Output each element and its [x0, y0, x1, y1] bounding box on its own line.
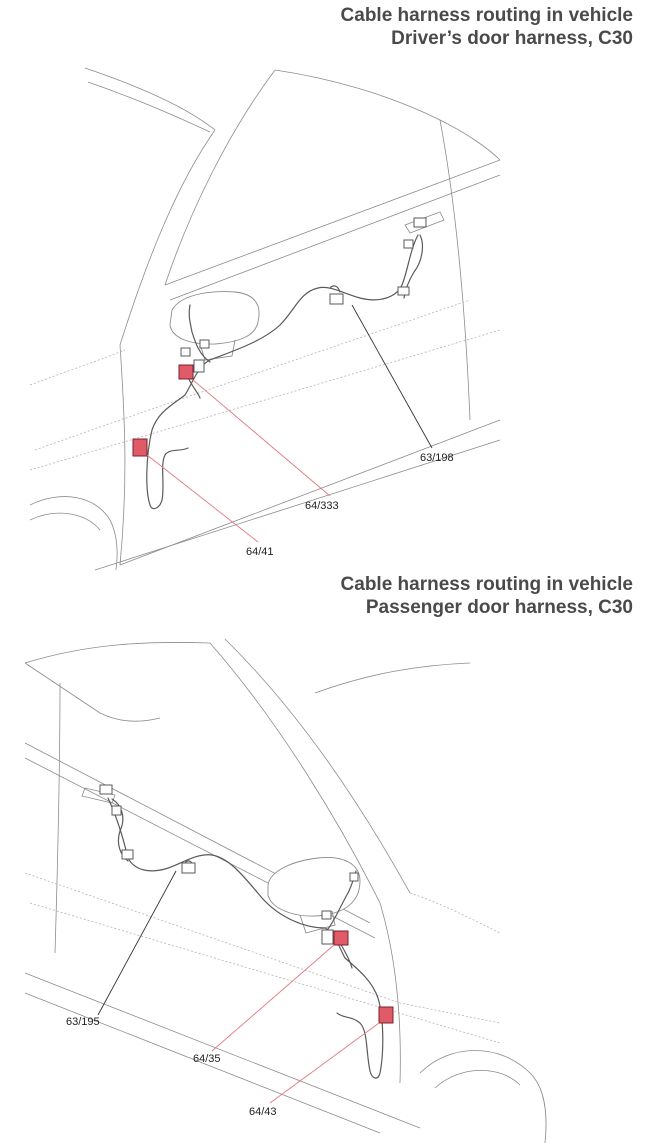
body-crease-dotted [34, 299, 471, 451]
door-front-edge [54, 682, 61, 954]
lower-dotted [29, 329, 501, 471]
connector-64-333 [178, 364, 194, 380]
callout-63-195: 63/195 [66, 1016, 100, 1028]
connector-door-3 [121, 849, 134, 860]
a-pillar-rear [164, 69, 276, 286]
side-mirror [169, 291, 260, 345]
connector-64-41 [132, 438, 148, 457]
fender-arch [29, 496, 118, 571]
door-rear-edge [379, 902, 401, 1084]
connector-mirror-3 [349, 872, 359, 882]
harness-branch-c [188, 304, 211, 363]
connector-63-198 [329, 293, 344, 305]
door-rear-edge [439, 119, 471, 421]
driver-title-block: Cable harness routing in vehicle Driver’… [341, 4, 633, 50]
side-mirror [267, 857, 361, 917]
door-window-frame [24, 662, 161, 722]
windshield-line [87, 81, 211, 133]
roof-line [84, 67, 216, 131]
connector-door-1 [413, 217, 427, 228]
a-pillar [209, 642, 381, 904]
a-pillar-front [119, 129, 216, 346]
driver-door-panel: Cable harness routing in vehicle Driver’… [29, 4, 633, 571]
driver-title-line2: Driver’s door harness, C30 [391, 28, 633, 49]
sill-line [24, 992, 381, 1134]
harness-branch-b [329, 285, 341, 293]
hood-line-dotted [409, 892, 501, 934]
harness-main [146, 234, 419, 510]
harness-branch-d [339, 942, 353, 969]
connector-64-43 [378, 1006, 394, 1024]
door-handle [404, 211, 445, 234]
passenger-door-drawing [24, 638, 547, 1144]
connector-63-195 [181, 862, 196, 874]
leader-64-333 [192, 379, 331, 497]
fender-arch [419, 1050, 547, 1144]
callout-64-43: 64/43 [249, 1106, 277, 1118]
connector-mirror-3 [180, 347, 191, 357]
callout-64-333: 64/333 [305, 500, 339, 512]
connector-door-1 [99, 784, 113, 795]
connector-mirror-2 [193, 359, 205, 373]
connector-door-2 [403, 239, 414, 249]
leader-63-195 [97, 870, 177, 1016]
fender-arch-inner [29, 512, 101, 531]
passenger-title-block: Cable harness routing in vehicle Passeng… [341, 573, 633, 619]
connector-door-3 [397, 286, 410, 296]
connector-mirror-1 [199, 339, 210, 349]
door-top-frame [274, 69, 501, 161]
fender-arch-inner [434, 1070, 521, 1089]
connector-mirror-2 [321, 929, 334, 945]
callout-64-41: 64/41 [246, 546, 274, 558]
door-bottom-edge [24, 972, 421, 1129]
callout-63-198: 63/198 [420, 452, 454, 464]
passenger-door-panel: Cable harness routing in vehicle Passeng… [0, 573, 659, 1146]
connector-mirror-1 [321, 910, 332, 920]
door-belt-line [169, 174, 501, 301]
driver-door-drawing [29, 67, 501, 571]
lower-dotted [29, 902, 501, 1044]
door-window-lower [164, 159, 501, 286]
fender-line [119, 344, 126, 566]
body-crease-dotted [24, 872, 501, 1024]
a-pillar-inner [224, 638, 411, 894]
leader-64-41 [146, 454, 259, 543]
door-top-frame [24, 642, 211, 664]
passenger-title-line2: Passenger door harness, C30 [365, 597, 633, 618]
driver-title-line1: Cable harness routing in vehicle [340, 5, 633, 26]
sill-line [94, 439, 501, 571]
leader-64-43 [269, 1022, 380, 1104]
roof-line [314, 662, 471, 694]
hood-line-dotted [29, 349, 126, 386]
connector-door-2 [111, 805, 122, 816]
side-mirror-mount [199, 339, 236, 361]
leader-63-198 [351, 304, 433, 449]
callout-64-35: 64/35 [193, 1053, 221, 1065]
leader-64-35 [211, 944, 335, 1052]
passenger-title-line1: Cable harness routing in vehicle [340, 574, 633, 595]
connector-64-35 [333, 930, 349, 946]
door-bottom-edge [119, 419, 501, 566]
